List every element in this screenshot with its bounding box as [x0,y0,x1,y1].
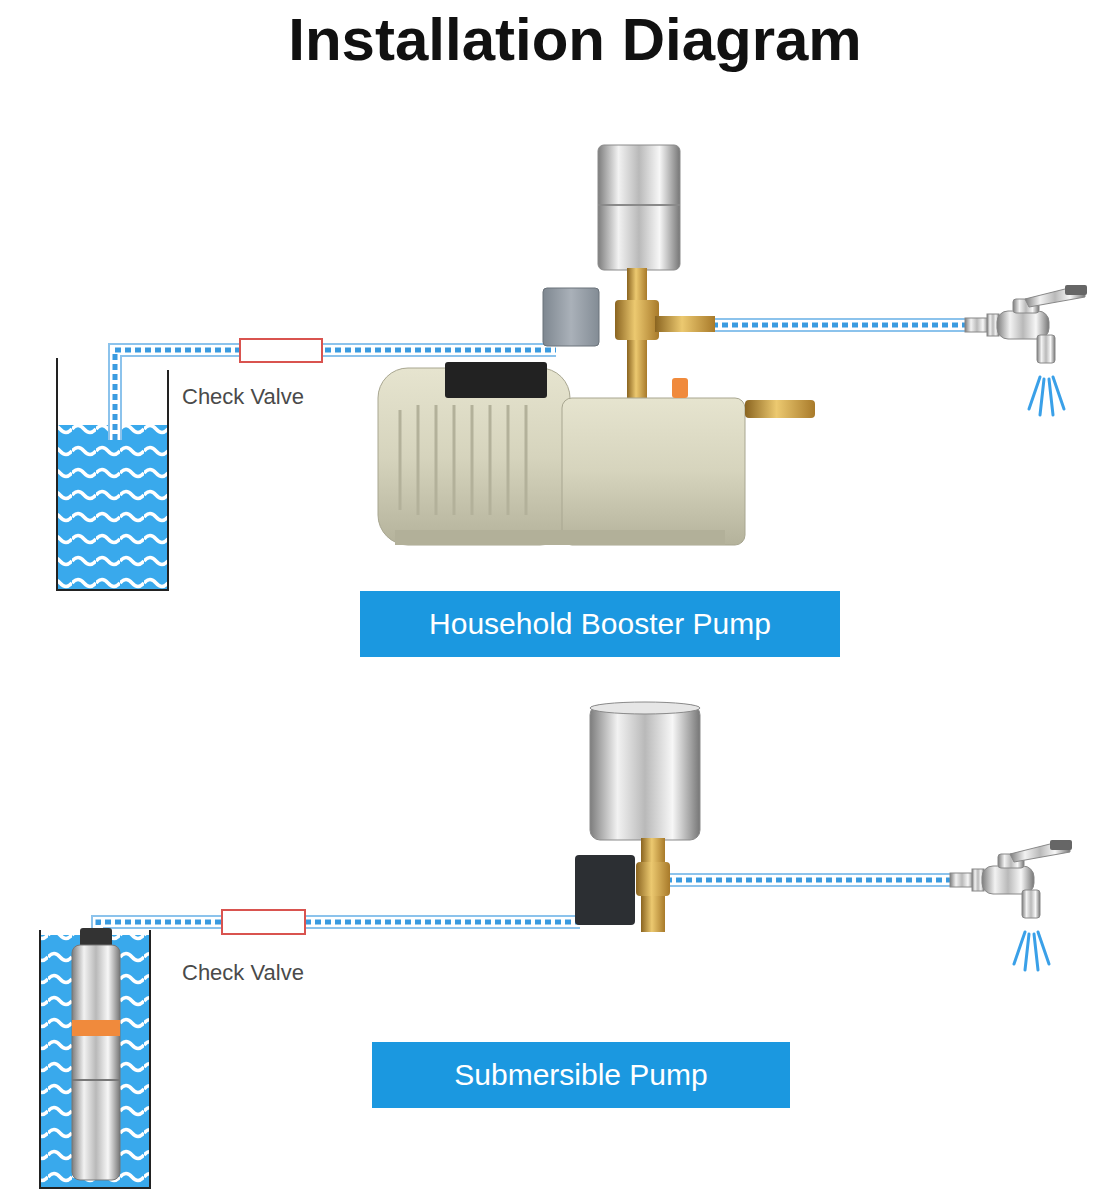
pipe-flow [98,922,580,935]
motor-fin [417,405,420,515]
terminal-box [445,362,547,398]
pipe-inner [666,875,953,885]
motor-fin [489,405,492,515]
pipe-flow [666,878,953,883]
brass-tee [636,862,670,896]
title-banner: Submersible Pump [372,1042,790,1108]
motor-fin [399,410,402,510]
pump-body [72,945,120,1180]
prime-plug [672,378,688,398]
pump-band [72,1020,120,1036]
faucet [965,285,1087,415]
motor-fin [507,405,510,515]
brass-outlet [655,316,715,332]
submersible-pump [72,928,120,1180]
pipe-flow [712,323,968,328]
banner-text: Submersible Pump [454,1057,707,1093]
tank-seam [598,204,680,206]
pressure-switch [575,855,635,925]
brass-tee [615,300,659,340]
pipe [98,922,580,935]
check-valve [222,910,305,934]
motor-fin [453,405,456,515]
well [40,930,150,1188]
tank-top [590,702,700,714]
part-label: Check Valve [182,383,304,411]
pipe-inner [712,320,968,330]
motor-fins [400,405,526,515]
pipe-wall [712,318,968,332]
motor-fin [435,405,438,515]
pressure-switch [543,288,599,346]
check-valve [240,339,322,362]
motor-fin [525,405,528,515]
water-tank-water [57,425,168,590]
pressure-assembly [575,702,700,932]
well-water [40,935,150,1188]
pressure-tank [598,145,680,270]
pump-outlet [745,400,815,418]
pipe-wall [98,922,580,935]
pipe-inner [98,922,580,935]
diagram-title: Installation Diagram [288,4,861,76]
title-banner: Household Booster Pump [360,591,840,657]
pump-head [562,398,745,545]
pressure-tank [590,705,700,840]
booster-pump [378,145,815,545]
part-label: Check Valve [182,959,304,987]
pipe [712,325,968,326]
pipe-wall [666,873,953,887]
pipe [666,880,953,881]
pump-seam [72,1079,120,1081]
banner-text: Household Booster Pump [429,606,771,642]
motor-fin [471,405,474,515]
faucet [950,840,1072,970]
pump-base [395,530,725,545]
